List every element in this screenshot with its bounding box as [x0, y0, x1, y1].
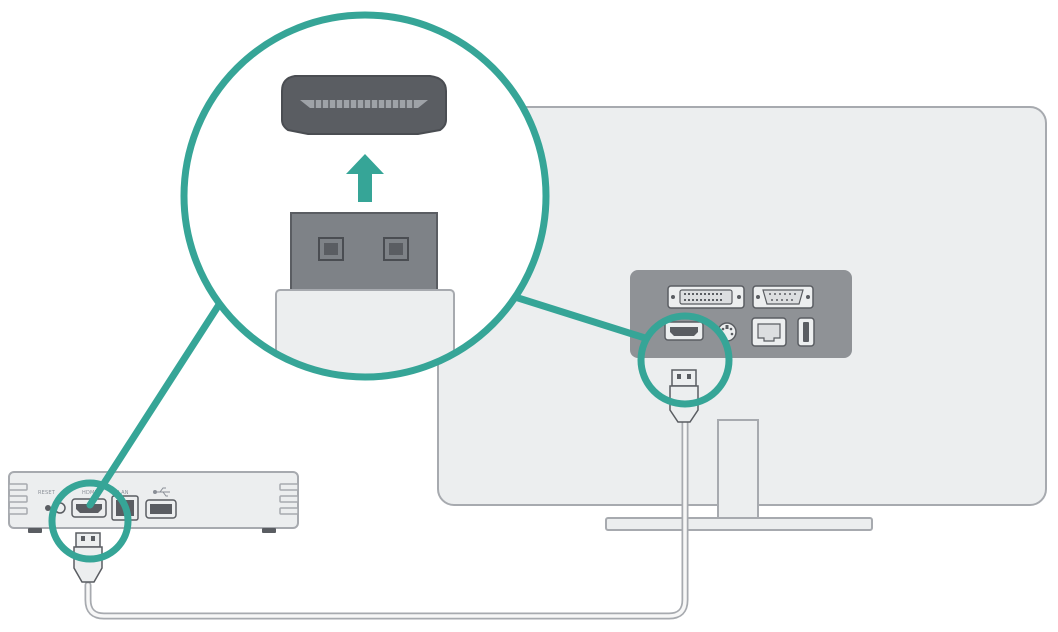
monitor-stand-neck: [717, 419, 759, 521]
monitor-hdmi-plug: [669, 369, 699, 423]
monitor-ethernet-port: [751, 317, 787, 347]
ethernet-port-label: LAN: [118, 490, 129, 496]
monitor-stand-base: [605, 517, 873, 531]
monitor-connector-panel: [630, 270, 852, 358]
monitor-usb-port: [797, 317, 815, 347]
magnifier-ring: [180, 11, 550, 381]
hdmi-port-label: HDMI: [82, 490, 96, 496]
usb-icon: [153, 487, 170, 497]
monitor-port-highlight-ring: [637, 312, 733, 408]
callout-lines: [86, 293, 649, 509]
box-usb-port: [145, 499, 177, 519]
reset-button: [45, 505, 51, 511]
dvi-port: [667, 285, 745, 309]
hdmi-cable: [84, 418, 689, 620]
monitor-hdmi-port: [664, 321, 704, 341]
vga-port: [752, 285, 814, 309]
arrow-up-icon: [346, 154, 384, 202]
monitor: [437, 106, 1047, 531]
enlarged-hdmi-plug: [275, 212, 455, 374]
magnified-callout: [180, 11, 550, 381]
box-port-highlight-ring: [48, 479, 132, 563]
enlarged-hdmi-port: [281, 75, 447, 135]
reset-label: RESET: [38, 490, 56, 496]
